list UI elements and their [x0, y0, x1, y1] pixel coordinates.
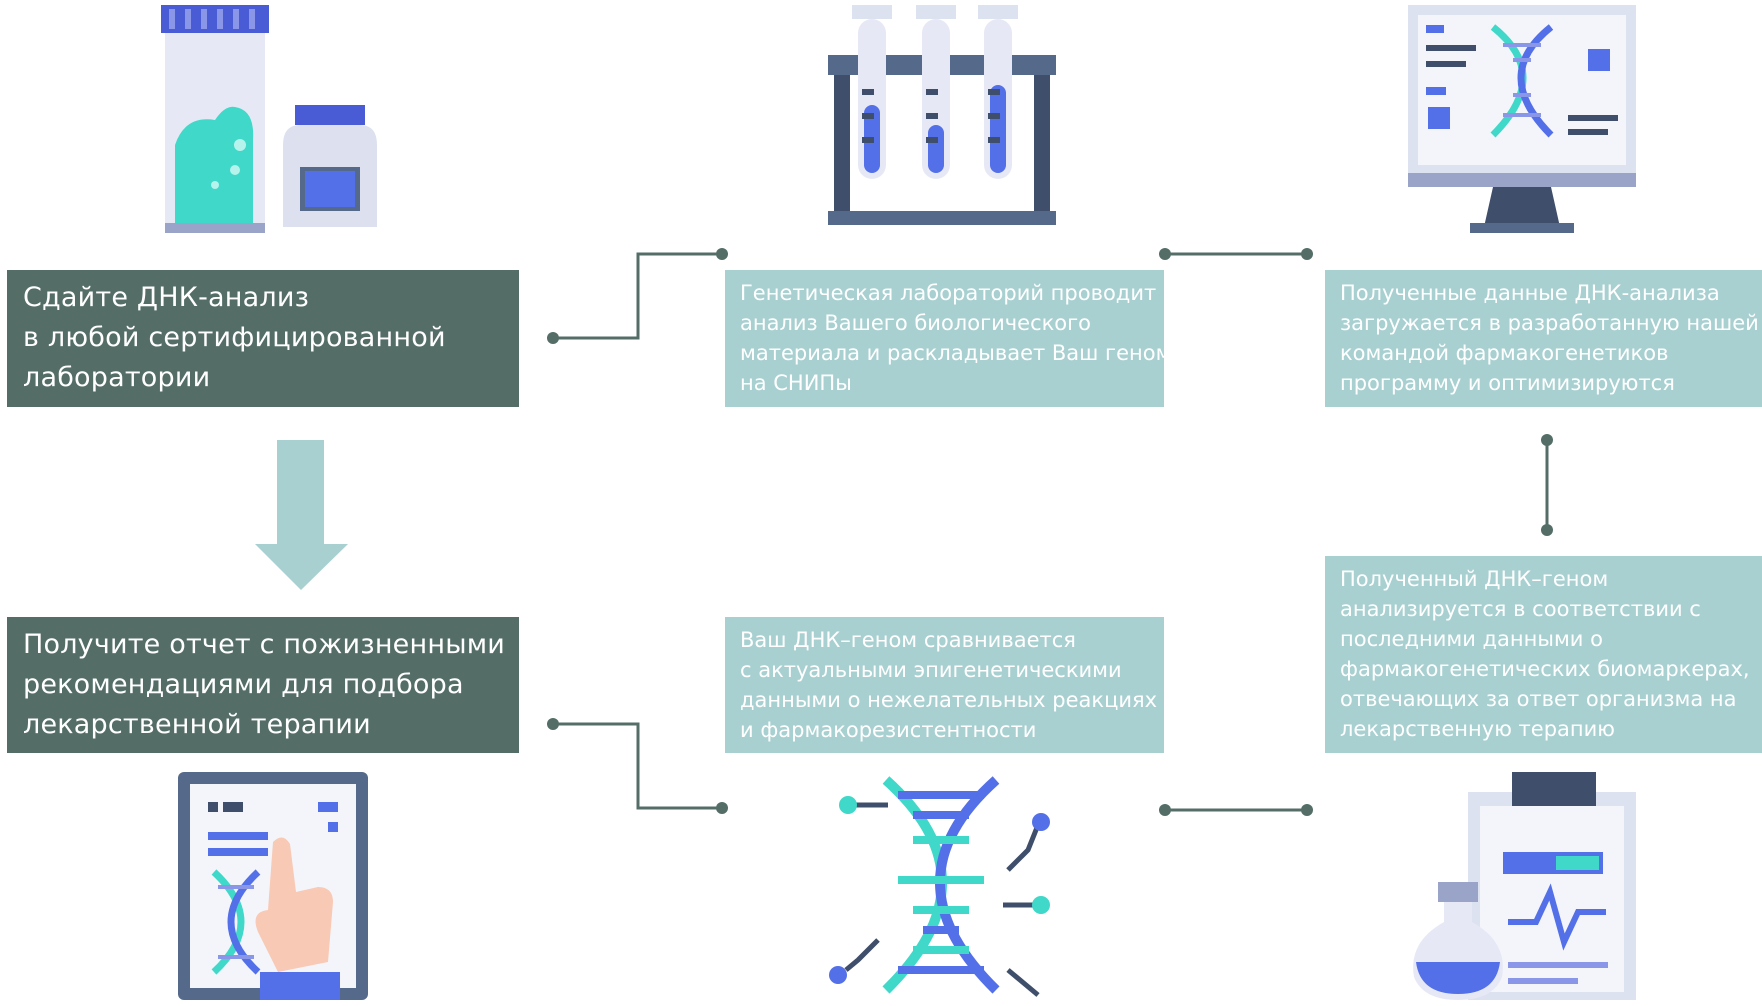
step-6-line: рекомендациями для подбора: [23, 669, 464, 700]
connector-5-6: [553, 722, 722, 810]
step-6-line: лекарственной терапии: [23, 709, 371, 740]
step-2-line: на СНИПы: [740, 371, 852, 395]
step-2-box: Генетическая лабораторий проводит анализ…: [725, 270, 1172, 407]
step-2-line: материала и раскладывает Ваш геном: [740, 341, 1172, 365]
step-1-box: Сдайте ДНК-анализ в любой сертифицирован…: [7, 270, 519, 407]
step-5-line: данными о нежелательных реакциях: [740, 688, 1158, 712]
connector-1-2: [553, 252, 722, 340]
step-4-line: фармакогенетических биомаркерах,: [1340, 657, 1750, 681]
tablet-hand-icon: [178, 772, 368, 1000]
dna-monitor-icon: [1408, 5, 1636, 233]
step-5-line: с актуальными эпигенетическими: [740, 658, 1122, 682]
step-3-line: Полученные данные ДНК-анализа: [1340, 281, 1720, 305]
step-4-line: отвечающих за ответ организма на: [1340, 687, 1737, 711]
step-5-line: Ваш ДНК–геном сравнивается: [740, 628, 1076, 652]
step-1-line: Сдайте ДНК-анализ: [23, 282, 310, 313]
step-2-line: Генетическая лабораторий проводит: [740, 281, 1157, 305]
step-5-line: и фармакорезистентности: [740, 718, 1037, 742]
step-3-line: командой фармакогенетиков: [1340, 341, 1669, 365]
step-3-line: загружается в разработанную нашей: [1340, 311, 1759, 335]
step-4-line: последними данными о: [1340, 627, 1603, 651]
clipboard-flask-icon: [1413, 772, 1636, 1000]
dna-helix-icon: [829, 776, 1050, 997]
sample-jars-icon: [161, 5, 377, 233]
step-4-line: анализируется в соответствии с: [1340, 597, 1701, 621]
step-4-line: лекарственную терапию: [1340, 717, 1615, 741]
step-1-line: в любой сертифицированной: [23, 322, 446, 353]
step-1-line: лаборатории: [23, 362, 211, 393]
step-3-box: Полученные данные ДНК-анализа загружаетс…: [1325, 270, 1762, 407]
step-6-box: Получите отчет с пожизненными рекомендац…: [7, 617, 519, 753]
step-6-line: Получите отчет с пожизненными: [23, 629, 506, 660]
step-4-box: Полученный ДНК–геном анализируется в соо…: [1325, 556, 1762, 753]
step-5-box: Ваш ДНК–геном сравнивается с актуальными…: [725, 617, 1164, 753]
test-tubes-icon: [828, 5, 1056, 225]
down-arrow: [255, 440, 348, 590]
step-2-line: анализ Вашего биологического: [740, 311, 1092, 335]
step-4-line: Полученный ДНК–геном: [1340, 567, 1609, 591]
step-3-line: программу и оптимизируются: [1340, 371, 1675, 395]
